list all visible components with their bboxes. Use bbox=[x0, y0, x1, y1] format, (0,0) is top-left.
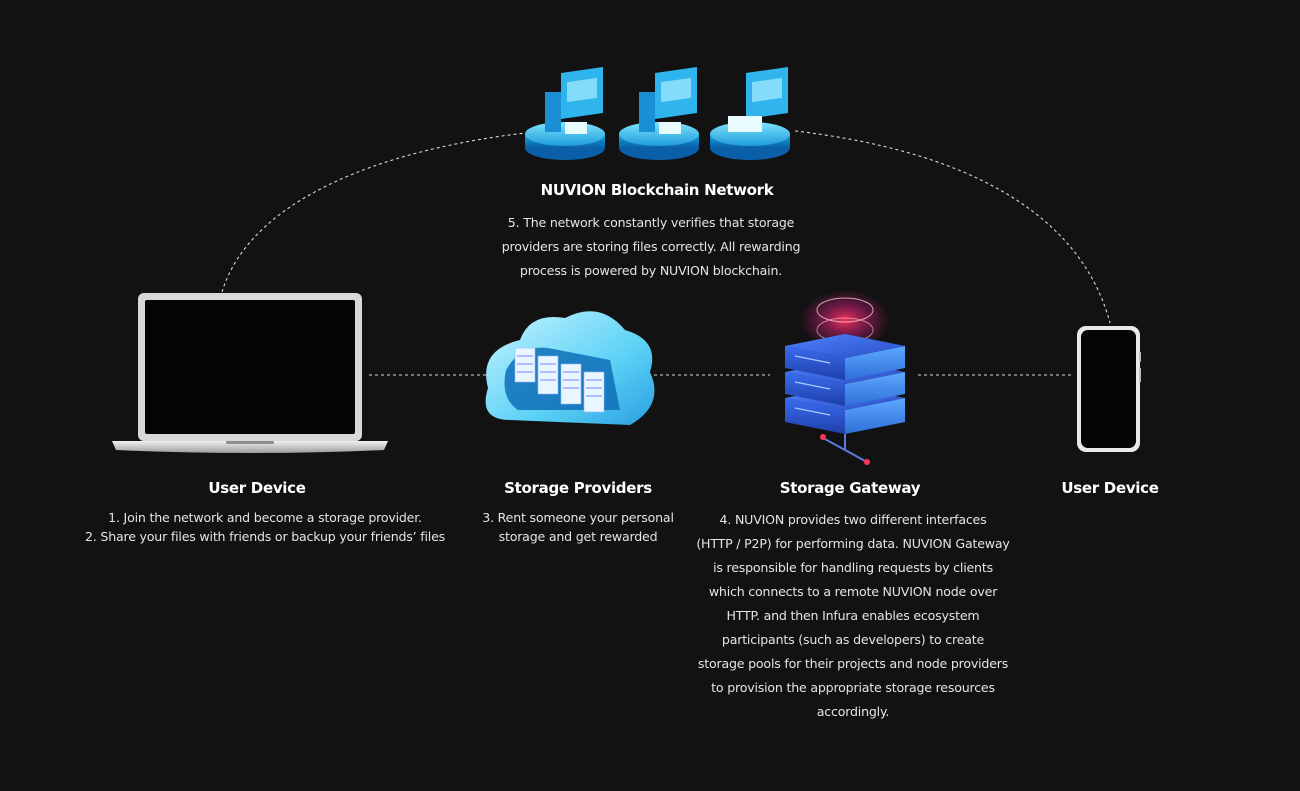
network-description-line: providers are storing files correctly. A… bbox=[501, 239, 801, 254]
server-gateway-icon bbox=[785, 290, 905, 465]
storage-providers-line: storage and get rewarded bbox=[498, 529, 658, 544]
blockchain-node-icon bbox=[619, 67, 699, 160]
user-device-left-line: 1. Join the network and become a storage… bbox=[108, 510, 422, 525]
connector-lines bbox=[221, 130, 1111, 376]
smartphone-icon bbox=[1077, 326, 1141, 452]
storage-gateway-description: 4. NUVION provides two different interfa… bbox=[678, 508, 1028, 724]
blockchain-node-icon bbox=[525, 67, 605, 160]
blockchain-nodes bbox=[525, 67, 790, 160]
network-description-line: 5. The network constantly verifies that … bbox=[507, 215, 795, 230]
storage-gateway-line: to provision the appropriate storage res… bbox=[711, 680, 995, 695]
network-title: NUVION Blockchain Network bbox=[540, 181, 774, 199]
storage-providers-title: Storage Providers bbox=[504, 479, 652, 497]
laptop-icon bbox=[112, 293, 388, 453]
storage-gateway-line: participants (such as developers) to cre… bbox=[721, 632, 985, 647]
storage-gateway-line: storage pools for their projects and nod… bbox=[697, 656, 1009, 671]
arc-right-connector bbox=[794, 130, 1111, 324]
arc-left-connector bbox=[221, 132, 526, 293]
storage-gateway-line: HTTP. and then Infura enables ecosystem bbox=[726, 608, 980, 623]
storage-gateway-line: 4. NUVION provides two different interfa… bbox=[719, 512, 987, 527]
blockchain-node-icon bbox=[710, 67, 790, 160]
user-device-left-description: 1. Join the network and become a storage… bbox=[80, 508, 450, 546]
user-device-right-title: User Device bbox=[1061, 479, 1159, 497]
storage-gateway-line: which connects to a remote NUVION node o… bbox=[708, 584, 998, 599]
storage-providers-line: 3. Rent someone your personal bbox=[482, 510, 674, 525]
storage-providers-description: 3. Rent someone your personal storage an… bbox=[460, 508, 696, 546]
storage-gateway-line: accordingly. bbox=[816, 704, 890, 719]
cloud-storage-icon bbox=[485, 311, 655, 425]
user-device-left-title: User Device bbox=[208, 479, 306, 497]
user-device-left-line: 2. Share your files with friends or back… bbox=[84, 529, 446, 544]
storage-gateway-title: Storage Gateway bbox=[779, 479, 921, 497]
storage-gateway-line: (HTTP / P2P) for performing data. NUVION… bbox=[696, 536, 1010, 551]
storage-gateway-line: is responsible for handling requests by … bbox=[713, 560, 993, 575]
network-description: 5. The network constantly verifies that … bbox=[476, 211, 826, 283]
network-description-line: process is powered by NUVION blockchain. bbox=[519, 263, 783, 278]
